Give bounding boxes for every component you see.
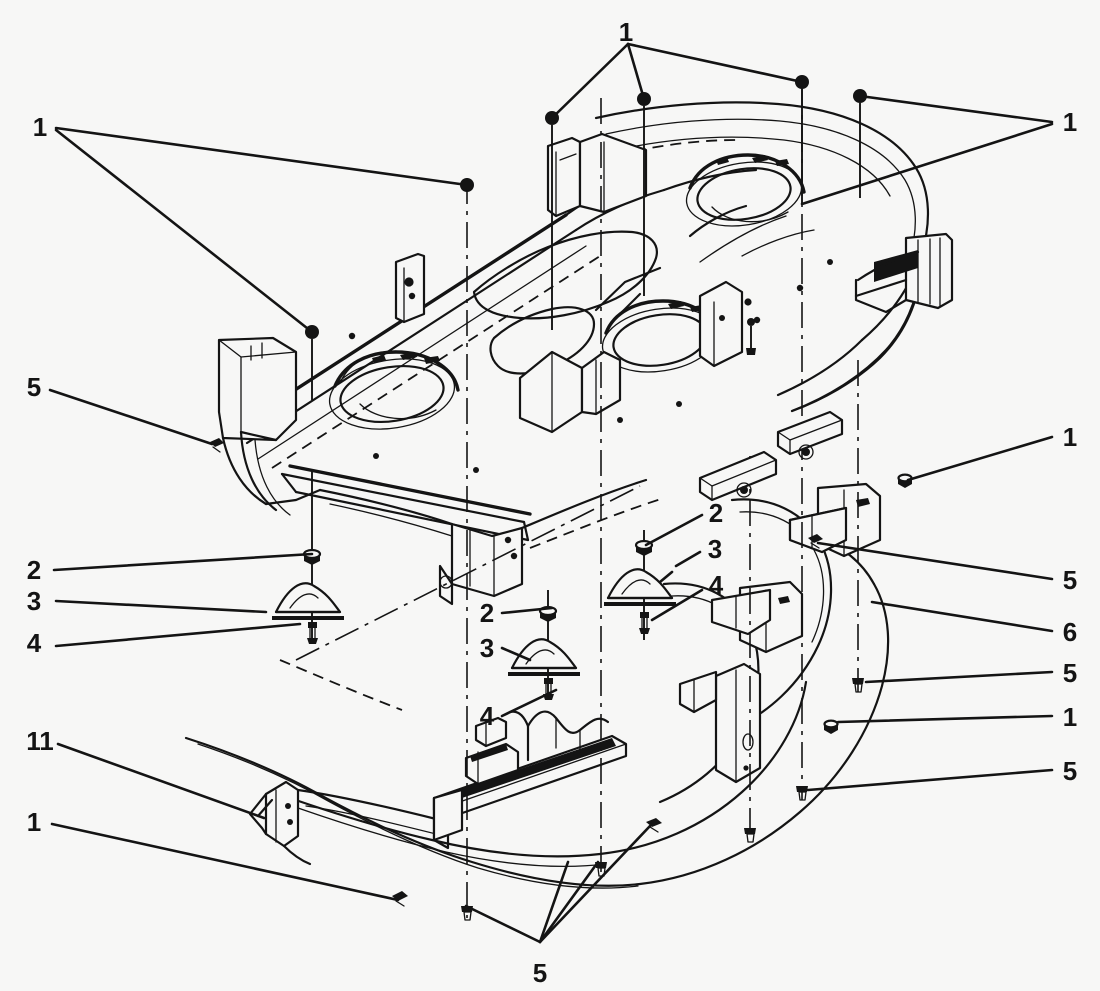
skid-assembly-mid-right — [604, 530, 676, 640]
callout-5-right-mid: 5 — [1062, 658, 1078, 688]
callout-1-upper-right: 1 — [1062, 107, 1078, 137]
lower-deck-shell — [184, 482, 890, 889]
callout-3-mid-upper: 3 — [707, 534, 723, 564]
callout-11-left: 11 — [26, 726, 54, 756]
callout-5-left: 5 — [26, 372, 42, 402]
callout-4-mid-lower: 4 — [479, 701, 495, 731]
right-deflector-baffle — [728, 482, 882, 732]
skid-assembly-mid-left — [508, 590, 580, 700]
front-bumper-bracket — [248, 780, 312, 866]
callout-5-bottom: 5 — [532, 958, 548, 988]
bolt-1-instances — [823, 473, 913, 734]
small-bolt-heads — [746, 318, 756, 355]
callout-3-mid-lower: 3 — [479, 633, 495, 663]
skid-assembly-left — [272, 470, 344, 644]
screw-5-left — [210, 438, 224, 453]
callout-1-top: 1 — [618, 17, 634, 47]
left-spindle-housing — [328, 350, 460, 430]
wavy-baffle — [464, 710, 610, 786]
callout-1-upper-left: 1 — [32, 112, 48, 142]
callout-2-mid-lower: 2 — [479, 598, 495, 628]
callout-1-lower-right: 1 — [1062, 702, 1078, 732]
front-baffle-bar — [432, 734, 628, 850]
callout-6-right: 6 — [1062, 617, 1078, 647]
callout-4-left: 4 — [26, 628, 42, 658]
right-spindle-housing — [685, 153, 806, 227]
callout-5-right-upper: 5 — [1062, 565, 1078, 595]
leader-lines — [48, 42, 1054, 944]
fasteners — [210, 75, 913, 921]
callout-5-right-lower: 5 — [1062, 756, 1078, 786]
right-mount-plate — [854, 232, 954, 314]
callout-3-left: 3 — [26, 586, 42, 616]
carriage-bolt-group-top — [305, 75, 867, 400]
callout-4-mid-upper: 4 — [708, 570, 724, 600]
upper-deck-shell — [217, 101, 954, 661]
callout-2-left: 2 — [26, 555, 42, 585]
callout-2-mid-upper: 2 — [708, 498, 724, 528]
callout-1-lower-left: 1 — [26, 807, 42, 837]
callout-1-mid-right: 1 — [1062, 422, 1078, 452]
link-arms — [698, 410, 844, 502]
